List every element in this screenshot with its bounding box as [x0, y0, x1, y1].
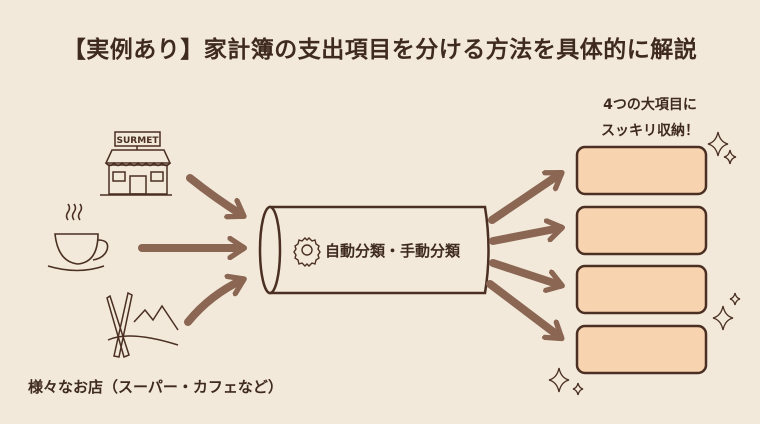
sparkle-icon	[707, 131, 729, 157]
arrow-from-ski	[184, 280, 242, 326]
sparkle-icon	[729, 292, 741, 306]
category-box-4	[575, 324, 708, 375]
category-box-3	[575, 264, 708, 315]
ski-mountain-icon	[106, 291, 179, 359]
coffee-cup-icon	[47, 203, 109, 272]
classification-pipe	[258, 205, 490, 295]
sources-label: 様々なお店（スーパー・カフェなど）	[28, 378, 283, 396]
store-icon: SURMET	[100, 131, 172, 196]
categories-label: 4つの大項目に スッキリ収納！	[560, 92, 740, 144]
page-title: 【実例あり】家計簿の支出項目を分ける方法を具体的に解説	[62, 37, 698, 63]
processor-label: 自動分類・手動分類	[325, 242, 461, 260]
categories-label-line1: 4つの大項目に	[603, 97, 697, 113]
sparkle-icon	[723, 149, 737, 165]
arrow-to-box-3	[489, 259, 560, 285]
sparkle-icon	[572, 382, 584, 396]
categories-label-line2: スッキリ収納！	[601, 123, 699, 139]
input-arrows	[138, 174, 242, 326]
category-box-2	[575, 205, 708, 256]
gear-icon	[293, 237, 321, 267]
sparkle-icon	[548, 367, 570, 393]
output-arrows	[486, 170, 560, 337]
arrow-to-box-1	[488, 170, 560, 224]
sparkle-icon	[712, 305, 734, 331]
store-sign-text: SURMET	[117, 136, 160, 146]
arrow-from-store	[186, 174, 242, 215]
category-box-1	[575, 145, 708, 196]
arrow-to-box-2	[489, 228, 560, 245]
arrow-to-box-4	[486, 280, 560, 337]
